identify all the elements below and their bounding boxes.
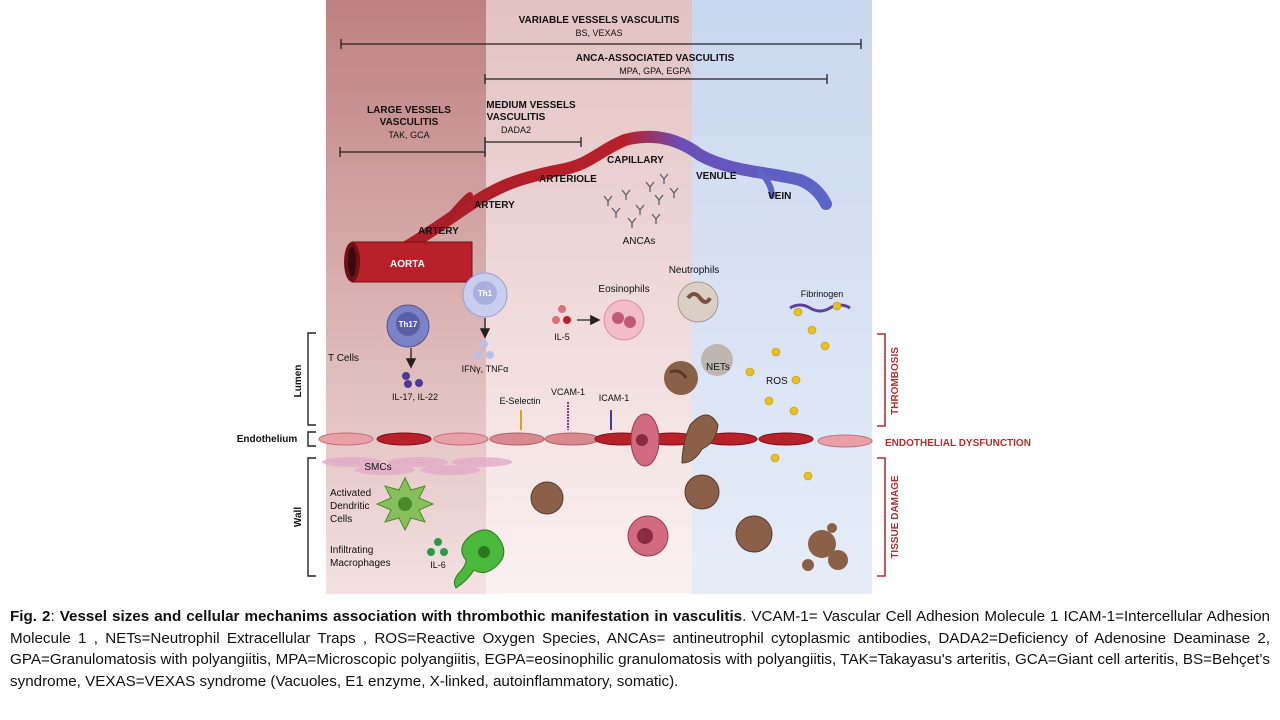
t-cells-label: T Cells <box>328 353 359 364</box>
macrophage-cell <box>453 529 505 589</box>
ifn-label: IFNγ, TNFα <box>462 364 509 374</box>
il5-label: IL-5 <box>554 332 570 342</box>
th1-label: Th1 <box>478 289 493 298</box>
variable-range-bar <box>340 39 862 49</box>
extravasating-cells <box>630 413 719 467</box>
thrombosis-bracket <box>877 333 886 427</box>
endothelium-bracket <box>307 431 316 447</box>
macrophages-label-1: Infiltrating <box>330 545 373 556</box>
vessel-tree <box>374 130 832 268</box>
diagram-svg: VARIABLE VESSELS VASCULITIS BS, VEXAS AN… <box>237 0 1031 594</box>
tissue-damage-bracket <box>877 457 886 577</box>
medium-range-bar <box>484 137 582 147</box>
artery-label-2: ARTERY <box>474 200 515 211</box>
thrombosis-label: THROMBOSIS <box>890 347 901 415</box>
tissue-damage-label: TISSUE DAMAGE <box>890 475 901 559</box>
venous-zone <box>692 0 872 594</box>
dendritic-cell <box>375 476 435 532</box>
medium-vessels-title-2: VASCULITIS <box>487 112 546 123</box>
eosinophil-cell <box>603 299 645 341</box>
eosinophils-label: Eosinophils <box>598 284 649 295</box>
ancas-label: ANCAs <box>623 236 656 247</box>
il17-dots <box>402 372 423 388</box>
il6-label: IL-6 <box>430 560 446 570</box>
fibrinogen-label: Fibrinogen <box>801 289 844 299</box>
th17-cell <box>386 304 430 348</box>
medium-vessel-zone <box>486 0 692 594</box>
medium-vessels-title-1: MEDIUM VESSELS <box>486 100 576 111</box>
macrophages-label-2: Macrophages <box>330 558 391 569</box>
figure-caption: Fig. 2: Vessel sizes and cellular mechan… <box>10 606 1270 692</box>
artery-branch <box>437 192 473 228</box>
icam-label: ICAM-1 <box>599 393 630 403</box>
large-vessels-title-1: LARGE VESSELS <box>367 105 451 116</box>
neutrophil-cell <box>677 281 719 323</box>
th17-label: Th17 <box>399 320 418 329</box>
ifn-dots <box>474 340 494 359</box>
lumen-label: Lumen <box>293 365 304 398</box>
tissue-damage-cells <box>530 474 848 571</box>
endothelium-label: Endothelium <box>237 434 298 445</box>
caption-title: Vessel sizes and cellular mechanims asso… <box>59 608 743 625</box>
smcs-label: SMCs <box>364 462 391 473</box>
vein-label: VEIN <box>768 191 791 202</box>
dendritic-label-3: Cells <box>330 514 352 525</box>
dendritic-label-1: Activated <box>330 488 371 499</box>
smc-layer <box>322 457 512 475</box>
anca-title: ANCA-ASSOCIATED VASCULITIS <box>576 53 735 64</box>
capillary-label: CAPILLARY <box>607 155 664 166</box>
large-vessels-title-2: VASCULITIS <box>380 117 439 128</box>
ros-particles <box>745 301 842 481</box>
caption-body: . VCAM-1= Vascular Cell Adhesion Molecul… <box>10 608 1270 690</box>
medium-vessels-sub: DADA2 <box>501 125 531 135</box>
vasculitis-figure: VARIABLE VESSELS VASCULITIS BS, VEXAS AN… <box>237 0 1031 594</box>
dendritic-label-2: Dendritic <box>330 501 369 512</box>
il5-dots <box>552 305 571 324</box>
caption-colon: : <box>50 608 60 625</box>
e-selectin-label: E-Selectin <box>499 396 540 406</box>
il17-label: IL-17, IL-22 <box>392 392 438 402</box>
wall-bracket <box>307 457 316 577</box>
neutrophils-label: Neutrophils <box>669 265 720 276</box>
anca-range-bar <box>484 74 828 84</box>
aorta-shape <box>344 241 473 283</box>
variable-vessels-sub: BS, VEXAS <box>575 28 622 38</box>
th1-cell <box>462 272 508 318</box>
anca-sub: MPA, GPA, EGPA <box>619 66 691 76</box>
caption-fig-label: Fig. 2 <box>10 608 51 625</box>
large-range-bar <box>339 147 486 157</box>
arteriole-label: ARTERIOLE <box>539 174 597 185</box>
ros-label: ROS <box>766 376 788 387</box>
wall-label: Wall <box>293 507 304 527</box>
lumen-bracket <box>307 332 316 426</box>
nets-cluster <box>664 344 733 395</box>
variable-vessels-title: VARIABLE VESSELS VASCULITIS <box>519 15 680 26</box>
large-vessels-sub: TAK, GCA <box>388 130 429 140</box>
anca-antibodies <box>603 173 679 228</box>
venule-label: VENULE <box>696 171 737 182</box>
endothelial-cells <box>318 432 873 448</box>
artery-label-1: ARTERY <box>418 226 459 237</box>
nets-label: NETs <box>706 362 730 373</box>
vein-branch <box>757 169 775 199</box>
endothelial-dysfunction-label: ENDOTHELIAL DYSFUNCTION <box>885 438 1031 449</box>
il6-dots <box>427 538 448 556</box>
vcam-label: VCAM-1 <box>551 387 585 397</box>
aorta-label: AORTA <box>390 259 425 270</box>
